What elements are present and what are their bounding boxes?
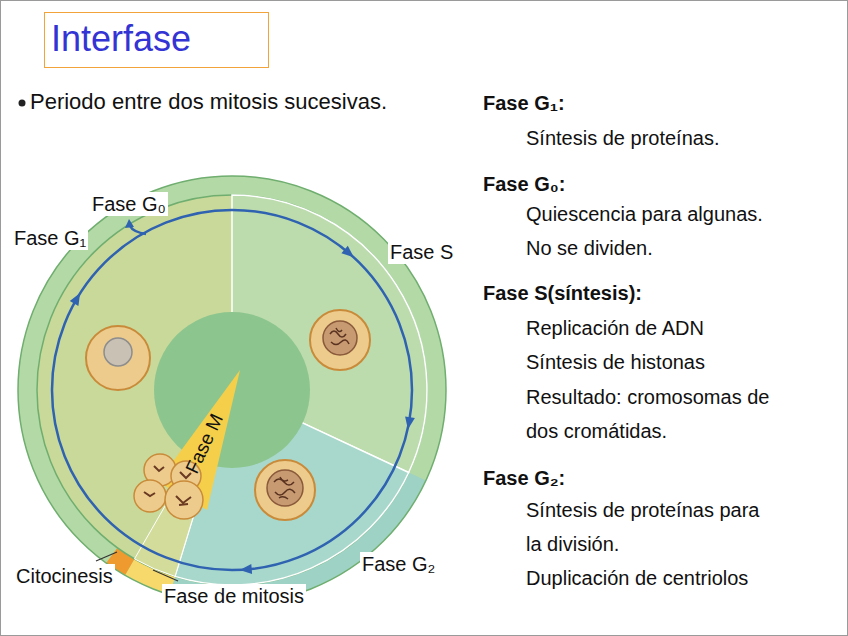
- bullet-text: Periodo entre dos mitosis sucesivas.: [30, 89, 387, 115]
- arrow-head: [70, 293, 80, 306]
- phase-heading: Fase G₀:: [483, 172, 565, 196]
- arrow-head: [240, 564, 252, 574]
- chromatin: [274, 477, 295, 499]
- cell: [255, 460, 315, 520]
- leader-line: [96, 552, 117, 561]
- phase-description: Síntesis de proteínas para la división.: [526, 493, 766, 561]
- bullet-dot: [19, 100, 26, 107]
- cycle-arrow: [52, 210, 412, 570]
- phase-label: Fase de mitosis: [162, 584, 306, 608]
- leader-line: [153, 570, 178, 581]
- nucleus: [323, 321, 357, 355]
- outer-ring: [28, 186, 437, 595]
- phase-description: Síntesis de histonas: [526, 350, 705, 374]
- phase-description: Duplicación de centriolos: [526, 566, 748, 590]
- arrow-head: [405, 417, 415, 430]
- title-box: Interfase: [44, 12, 269, 68]
- phase-label: Citocinesis: [14, 564, 115, 588]
- phase-label: Fase G₁: [12, 226, 88, 250]
- phase-label: Fase G₂: [360, 552, 437, 576]
- cell: [86, 326, 150, 390]
- nucleus: [267, 470, 303, 506]
- chromatin: [330, 328, 349, 345]
- phase-label: Fase G₀: [90, 192, 168, 216]
- phase-heading: Fase G₂:: [483, 466, 565, 490]
- phase-description: Resultado: cromosomas de dos cromátidas.: [526, 380, 791, 448]
- arrow-head: [341, 246, 353, 258]
- slide-title: Interfase: [51, 13, 256, 65]
- phase-heading: Fase S(síntesis):: [483, 281, 642, 305]
- phase-label: Fase S: [388, 240, 455, 264]
- phase-description: No se dividen.: [526, 236, 653, 260]
- phase-description: Síntesis de proteínas.: [526, 126, 719, 150]
- phase-description: Quiescencia para algunas.: [526, 202, 763, 226]
- arrow-head: [125, 219, 134, 228]
- phase-heading: Fase G₁:: [483, 91, 565, 115]
- nucleus: [104, 338, 132, 366]
- cell: [310, 310, 370, 370]
- g1-sector: [37, 195, 427, 585]
- g0-branch: [130, 226, 146, 234]
- phase-description: Replicación de ADN: [526, 316, 704, 340]
